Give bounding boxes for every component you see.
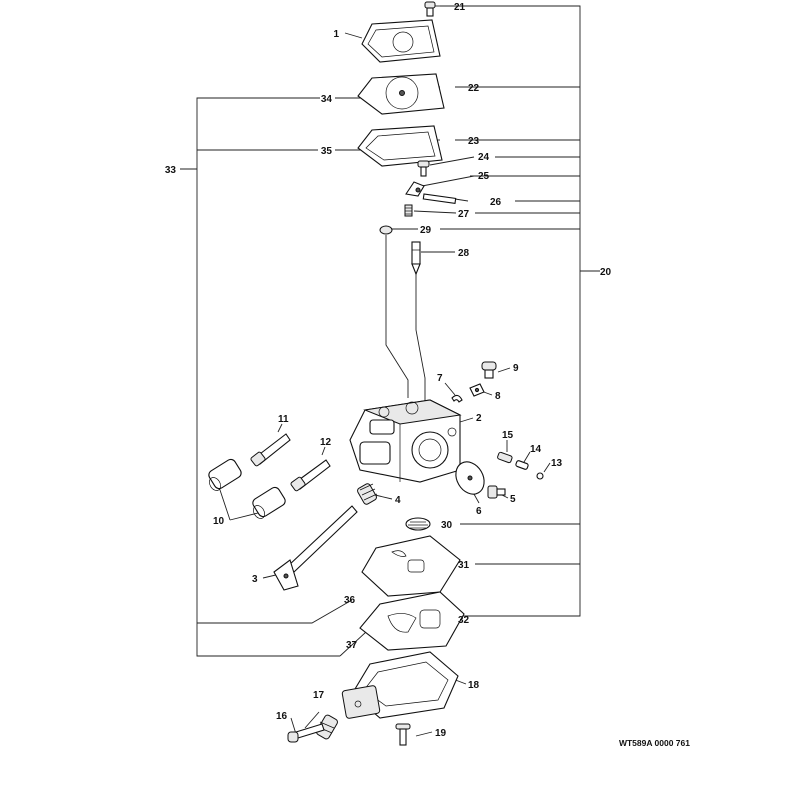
callout-10: 10 bbox=[213, 516, 225, 527]
plug-29-icon bbox=[379, 225, 393, 235]
callout-6: 6 bbox=[476, 506, 482, 517]
limiter-cap-10b-icon bbox=[252, 486, 286, 519]
screw-5-icon bbox=[487, 485, 506, 499]
spindle-26-icon bbox=[422, 193, 457, 205]
callout-34: 34 bbox=[321, 94, 333, 105]
fuel-screen-30-icon bbox=[405, 517, 431, 531]
callout-12: 12 bbox=[320, 437, 332, 448]
pin-14-icon bbox=[515, 460, 529, 470]
gasket-31-icon bbox=[361, 535, 461, 597]
callout-27: 27 bbox=[458, 209, 470, 220]
screw-21-icon bbox=[424, 1, 436, 17]
callout-22: 22 bbox=[468, 83, 480, 94]
callout-36: 36 bbox=[344, 595, 356, 606]
callout-8: 8 bbox=[495, 391, 501, 402]
valve-disc-6-icon bbox=[455, 461, 485, 495]
callout-29: 29 bbox=[420, 225, 432, 236]
metering-diaphragm-32-icon bbox=[359, 591, 465, 651]
screw-16-icon bbox=[287, 723, 325, 743]
callout-28: 28 bbox=[458, 248, 470, 259]
callout-32: 32 bbox=[458, 615, 470, 626]
callout-25: 25 bbox=[478, 171, 490, 182]
callout-14: 14 bbox=[530, 444, 542, 455]
adjusting-screw-12-icon bbox=[290, 459, 331, 492]
screw-19-icon bbox=[395, 723, 411, 746]
callout-21: 21 bbox=[454, 2, 466, 13]
spring-15-icon bbox=[497, 451, 513, 464]
callout-31: 31 bbox=[458, 560, 470, 571]
callout-37: 37 bbox=[346, 640, 358, 651]
callout-labels: 1 21 34 22 35 23 24 25 26 27 29 28 20 33… bbox=[165, 2, 612, 739]
callout-19: 19 bbox=[435, 728, 447, 739]
callout-18: 18 bbox=[468, 680, 480, 691]
callout-24: 24 bbox=[478, 152, 490, 163]
lever-8-icon bbox=[469, 383, 485, 397]
screw-9-icon bbox=[481, 361, 497, 379]
limiter-cap-10-icon bbox=[208, 458, 242, 491]
callout-35: 35 bbox=[321, 146, 333, 157]
inlet-needle-28-icon bbox=[411, 241, 421, 276]
callout-4: 4 bbox=[395, 495, 401, 506]
ball-13-icon bbox=[536, 472, 544, 480]
clip-7-icon bbox=[451, 394, 463, 403]
callout-7: 7 bbox=[437, 373, 443, 384]
reference-code: WT589A 0000 761 bbox=[619, 738, 690, 748]
diaphragm-22-icon bbox=[357, 73, 445, 115]
pump-cover-1-icon bbox=[361, 19, 441, 63]
callout-9: 9 bbox=[513, 363, 519, 374]
spring-27-icon bbox=[404, 204, 413, 217]
callout-30: 30 bbox=[441, 520, 453, 531]
carburettor-body-2-icon bbox=[349, 399, 462, 483]
callout-26: 26 bbox=[490, 197, 502, 208]
callout-13: 13 bbox=[551, 458, 563, 469]
callout-1: 1 bbox=[333, 29, 339, 40]
gasket-23-icon bbox=[357, 125, 443, 167]
bracket-33 bbox=[180, 97, 367, 657]
inlet-control-lever-25-icon bbox=[405, 181, 425, 197]
callout-2: 2 bbox=[476, 413, 482, 424]
adjusting-screw-11-icon bbox=[250, 433, 291, 467]
callout-15: 15 bbox=[502, 430, 514, 441]
metering-cover-18-icon bbox=[341, 651, 459, 719]
spring-4-icon bbox=[357, 483, 378, 505]
screw-24-icon bbox=[417, 160, 430, 177]
callout-5: 5 bbox=[510, 494, 516, 505]
throttle-shaft-3-icon bbox=[273, 505, 358, 591]
callout-23: 23 bbox=[468, 136, 480, 147]
callout-20: 20 bbox=[600, 267, 612, 278]
callout-33: 33 bbox=[165, 165, 177, 176]
callout-11: 11 bbox=[278, 414, 289, 425]
callout-17: 17 bbox=[313, 690, 325, 701]
callout-16: 16 bbox=[276, 711, 288, 722]
bracket-20 bbox=[440, 5, 600, 617]
callout-3: 3 bbox=[252, 574, 258, 585]
